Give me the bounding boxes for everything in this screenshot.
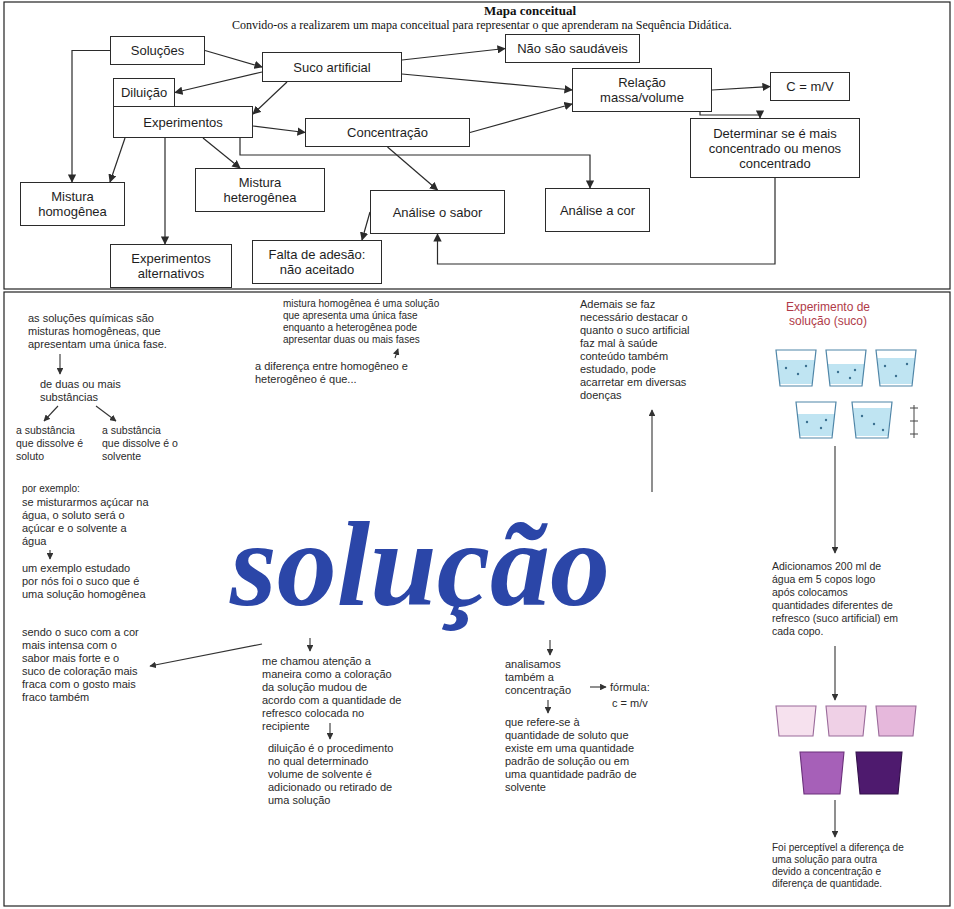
cup bbox=[852, 402, 892, 438]
concept-text: Análise a cor bbox=[560, 203, 635, 218]
concept-box: Mistura homogênea bbox=[20, 182, 125, 226]
panel-border bbox=[4, 292, 950, 906]
note-text: Ademais se faz necessário destacar o qua… bbox=[580, 298, 692, 402]
connector-arrow bbox=[253, 126, 305, 133]
panel-border bbox=[4, 2, 950, 289]
note-text: a diferença entre homogêneo e heterogêne… bbox=[255, 360, 430, 386]
concept-text: Mistura homogênea bbox=[27, 189, 118, 219]
leader-arrow bbox=[547, 700, 548, 713]
concept-text: Soluções bbox=[131, 43, 184, 58]
connector-arrow bbox=[712, 87, 770, 91]
concept-box: Falta de adesão: não aceitado bbox=[252, 240, 382, 284]
leader-arrow bbox=[329, 723, 330, 739]
formula-label: fórmula: bbox=[610, 681, 680, 694]
note-text: se misturarmos açúcar na água, o soluto … bbox=[22, 496, 154, 548]
connector-arrow bbox=[253, 82, 287, 114]
concept-box: Não são saudáveis bbox=[505, 34, 640, 63]
leader-arrow bbox=[309, 638, 310, 651]
connector-arrow bbox=[362, 212, 370, 240]
note-text: um exemplo estudado por nós foi o suco q… bbox=[22, 562, 146, 601]
concept-text: C = m/V bbox=[786, 79, 833, 94]
title: Mapa conceitual bbox=[430, 3, 630, 19]
connector-arrow bbox=[110, 138, 125, 182]
concept-box: Análise a cor bbox=[545, 188, 650, 232]
concept-box: C = m/V bbox=[770, 72, 850, 101]
note-text: mistura homogênea é uma solução que apre… bbox=[283, 298, 453, 346]
cup bbox=[800, 752, 844, 794]
note-text: que refere-se à quantidade de soluto que… bbox=[505, 716, 637, 794]
leader-arrow bbox=[49, 550, 50, 559]
note-text: por exemplo: bbox=[22, 482, 122, 495]
concept-text: Experimentos bbox=[143, 115, 222, 130]
cup bbox=[826, 350, 866, 386]
note-text: sendo o suco com a cor mais intensa com … bbox=[22, 626, 142, 704]
connector-arrow bbox=[402, 74, 572, 90]
connector-arrow bbox=[72, 51, 110, 183]
cup bbox=[796, 402, 836, 438]
note-text: me chamou atenção a maneira como a color… bbox=[262, 655, 402, 733]
note-text: as soluções químicas são misturas homogê… bbox=[28, 312, 178, 351]
cup bbox=[856, 752, 902, 794]
connector-arrow bbox=[470, 104, 572, 133]
connector-arrow bbox=[175, 72, 262, 93]
note-text: diluição é o procedimento no qual determ… bbox=[268, 742, 406, 807]
concept-text: Não são saudáveis bbox=[517, 41, 628, 56]
leader-arrow bbox=[651, 410, 652, 492]
note-text: a substância que dissolve é soluto bbox=[16, 424, 92, 463]
connector-arrow bbox=[164, 138, 165, 244]
cup bbox=[876, 706, 916, 736]
central-word: solução bbox=[170, 500, 670, 630]
cup bbox=[776, 350, 816, 386]
heading-text: Experimento de solução (suco) bbox=[768, 300, 888, 328]
cup bbox=[826, 706, 866, 736]
leader-arrow bbox=[834, 800, 835, 837]
concept-text: Diluição bbox=[121, 85, 167, 100]
concept-box: Relação massa/volume bbox=[572, 68, 712, 112]
concept-text: Relação massa/volume bbox=[579, 75, 705, 105]
concept-box: Diluição bbox=[113, 78, 175, 107]
concept-text: Mistura heterogênea bbox=[202, 175, 318, 205]
connector-arrow bbox=[402, 49, 505, 61]
leader-arrow bbox=[96, 406, 116, 421]
concept-text: Determinar se é mais concentrado ou meno… bbox=[697, 126, 853, 171]
concept-box: Análise o sabor bbox=[370, 190, 505, 234]
leader-arrow bbox=[395, 349, 398, 358]
leader-arrow bbox=[44, 406, 58, 421]
concept-box: Experimentos bbox=[113, 106, 253, 138]
formula-text: c = m/v bbox=[612, 697, 672, 710]
cup bbox=[776, 706, 816, 736]
cup bbox=[876, 350, 916, 386]
note-text: de duas ou mais substâncias bbox=[40, 378, 132, 404]
leader-arrow bbox=[590, 686, 606, 687]
leader-arrow bbox=[150, 644, 262, 666]
note-text: a substância que dissolve é o solvente bbox=[102, 424, 180, 463]
connector-arrow bbox=[205, 51, 262, 68]
connector-arrow bbox=[203, 138, 240, 168]
concept-box: Experimentos alternativos bbox=[110, 244, 232, 288]
leader-arrow bbox=[834, 646, 835, 700]
connector-arrow bbox=[388, 147, 438, 190]
concept-text: Análise o sabor bbox=[393, 205, 483, 220]
concept-text: Suco artificial bbox=[293, 60, 370, 75]
note-text: analisamos também a concentração bbox=[505, 658, 597, 697]
concept-box: Determinar se é mais concentrado ou meno… bbox=[690, 118, 860, 178]
concept-box: Soluções bbox=[110, 36, 205, 65]
concept-box: Suco artificial bbox=[262, 52, 402, 82]
leader-arrow bbox=[59, 354, 60, 374]
concept-text: Falta de adesão: não aceitado bbox=[259, 247, 375, 277]
note-text: Foi perceptível a diferença de uma soluç… bbox=[772, 842, 904, 890]
leader-arrow bbox=[834, 446, 835, 553]
concept-text: Experimentos alternativos bbox=[117, 251, 225, 281]
concept-box: Concentração bbox=[305, 118, 470, 147]
instruction-text: Convido-os a realizarem um mapa conceitu… bbox=[232, 18, 872, 32]
concept-text: Concentração bbox=[347, 125, 428, 140]
note-text: Adicionamos 200 ml de água em 5 copos lo… bbox=[772, 560, 900, 638]
leader-arrow bbox=[549, 640, 550, 655]
scale-mark bbox=[910, 405, 918, 438]
concept-box: Mistura heterogênea bbox=[195, 168, 325, 212]
